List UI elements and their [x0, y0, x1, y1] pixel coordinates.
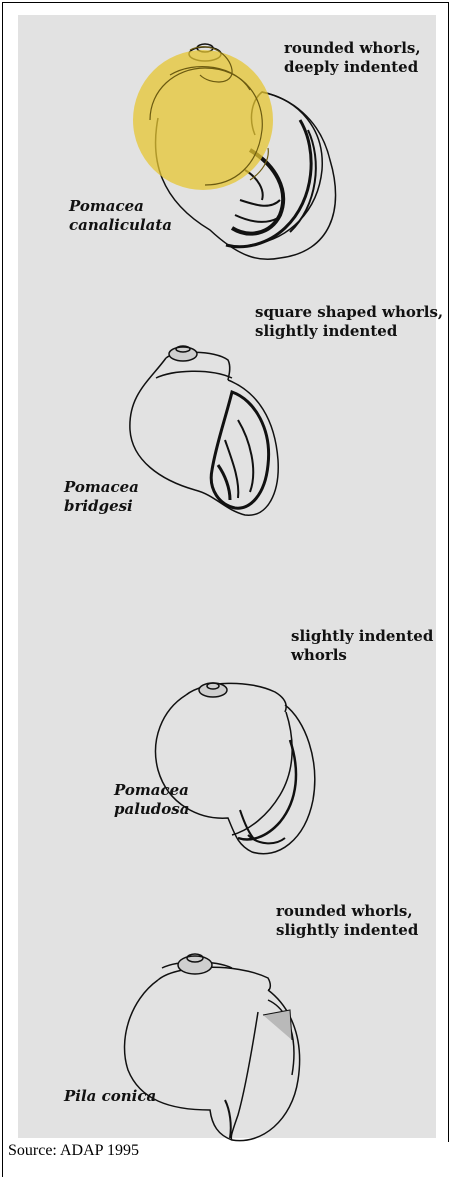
shell-pila-conica: [125, 954, 300, 1141]
note-line-2: slightly indented: [255, 322, 397, 341]
species-name-line-2: canaliculata: [69, 216, 172, 235]
source-caption: Source: ADAP 1995: [8, 1142, 139, 1160]
note-line-1: rounded whorls,: [284, 39, 421, 58]
note-line-2: slightly indented: [276, 921, 418, 940]
species-name-line-2: bridgesi: [64, 497, 133, 516]
note-line-2: deeply indented: [284, 58, 418, 77]
species-name: Pila conica: [64, 1087, 156, 1106]
note-line-2: whorls: [291, 646, 347, 665]
note-line-1: rounded whorls,: [276, 902, 413, 921]
shell-pomacea-bridgesi: [130, 346, 278, 515]
species-name-line-2: paludosa: [114, 800, 189, 819]
species-name-line-1: Pomacea: [114, 781, 189, 800]
note-line-1: slightly indented: [291, 627, 433, 646]
species-name-line-1: Pomacea: [69, 197, 144, 216]
note-line-1: square shaped whorls,: [255, 303, 443, 322]
highlight-circle: [133, 50, 273, 190]
species-name-line-1: Pomacea: [64, 478, 139, 497]
shell-pomacea-paludosa: [156, 683, 315, 854]
